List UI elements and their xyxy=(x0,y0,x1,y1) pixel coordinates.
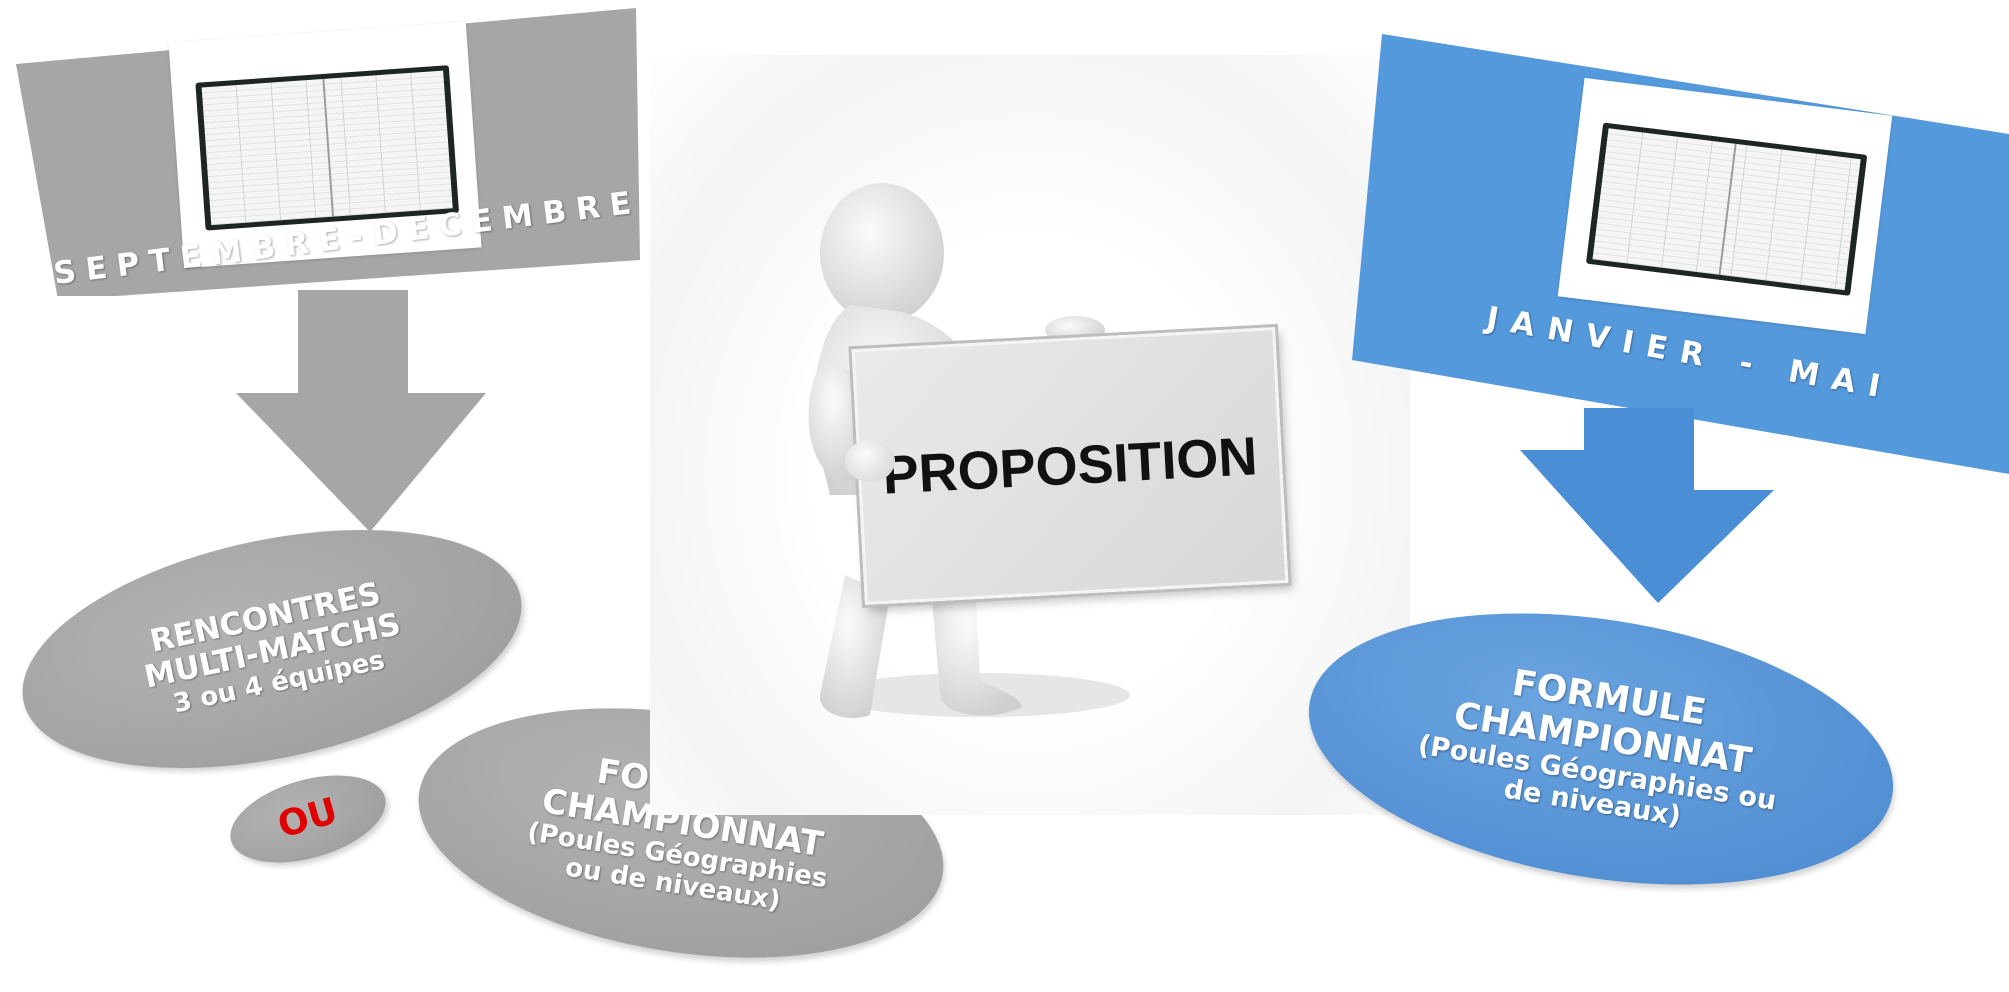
right-planner-image xyxy=(1557,77,1893,335)
proposition-sign-text: PROPOSITION xyxy=(881,426,1259,506)
or-label: OU xyxy=(273,790,343,847)
proposition-sign: PROPOSITION xyxy=(851,327,1289,605)
right-down-arrow xyxy=(1520,408,1774,603)
left-down-arrow xyxy=(236,290,486,532)
or-ellipse: OU xyxy=(220,759,396,879)
figure-left-hand xyxy=(845,440,895,482)
